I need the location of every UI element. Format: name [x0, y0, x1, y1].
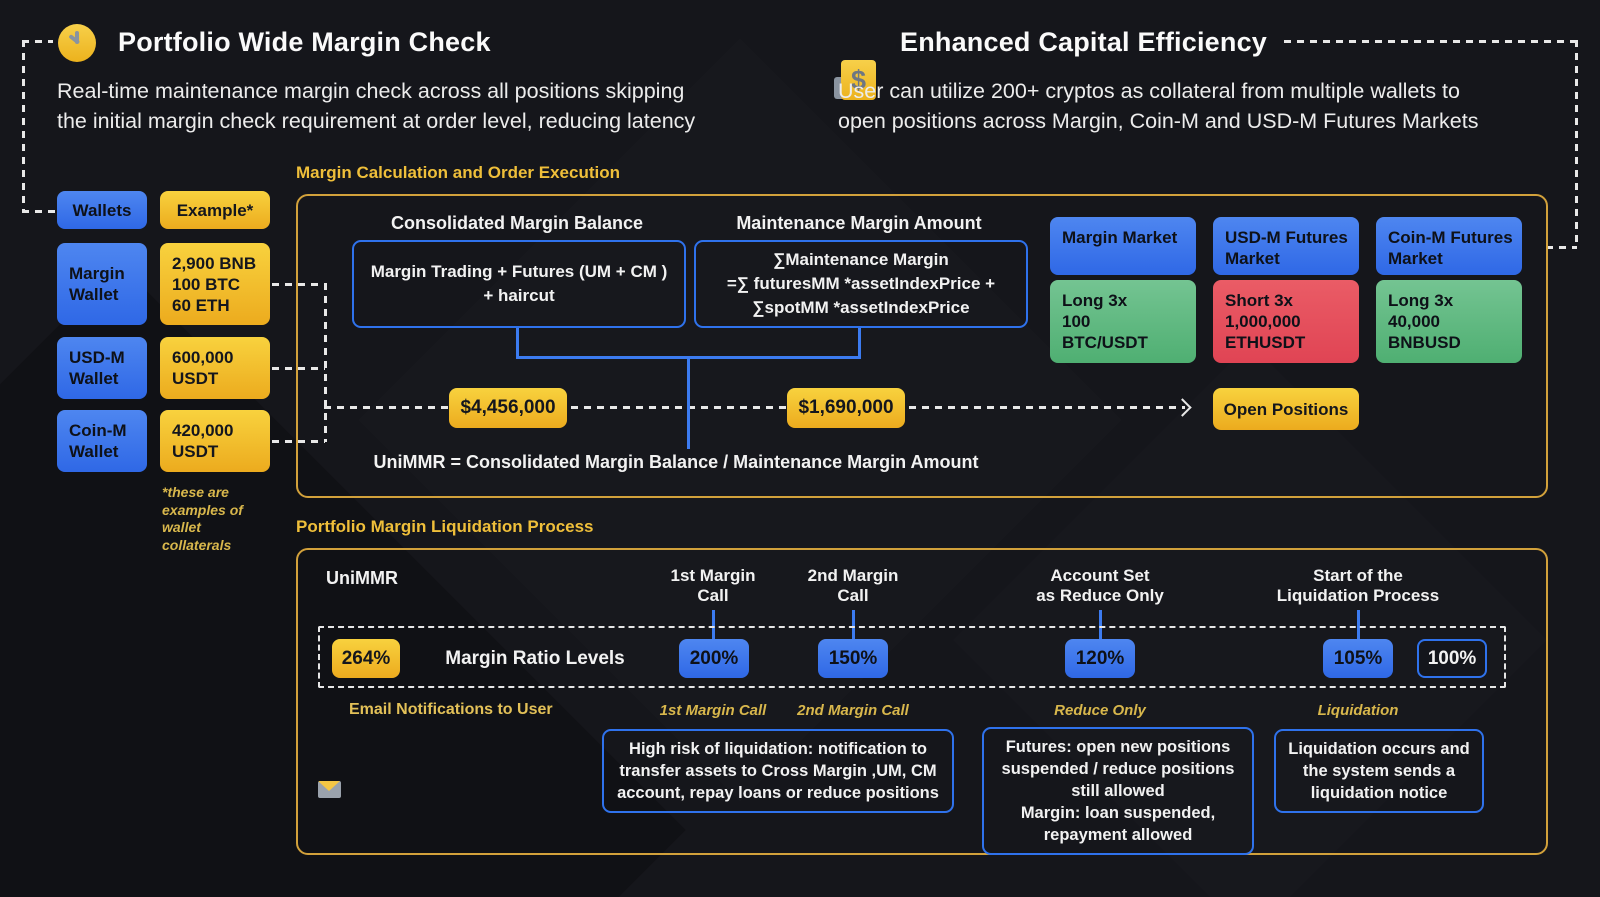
dash-topleft-stub [22, 40, 53, 43]
example-line: 100 BTC [172, 274, 241, 294]
stage-connector-4 [1357, 610, 1360, 640]
wallet-collateral-footnote: *these are examples of wallet collateral… [162, 484, 243, 553]
stage-heading-reduce-only: Account Set as Reduce Only [1036, 566, 1164, 605]
stage-connector-3 [1099, 610, 1102, 640]
description-left-line2: the initial margin check requirement at … [57, 109, 696, 133]
dash-right-vertical [1575, 40, 1578, 248]
maintenance-formula-box: ∑Maintenance Margin =∑ futuresMM *assetI… [694, 240, 1028, 328]
description-left: Real-time maintenance margin check acros… [57, 76, 695, 136]
example-line: 60 ETH [172, 295, 230, 315]
liquidation-panel [296, 548, 1548, 855]
coinm-wallet-box: Coin-M Wallet [57, 410, 147, 472]
example-line: 600,000 [172, 348, 234, 367]
ratio-box-105: 105% [1323, 639, 1393, 678]
ratio-box-120: 120% [1065, 639, 1135, 678]
usdm-wallet-box: USD-M Wallet [57, 337, 147, 399]
note-reduce-only: Futures: open new positions suspended / … [982, 727, 1254, 855]
wallets-header-box: Wallets [57, 191, 147, 229]
section-title-margin-calculation: Margin Calculation and Order Execution [296, 163, 620, 182]
stage-heading-liquidation-start: Start of the Liquidation Process [1276, 566, 1440, 605]
dash-into-wallets [22, 210, 56, 213]
consolidated-formula-box: Margin Trading + Futures (UM + CM ) + ha… [352, 240, 686, 328]
margin-wallet-box: Margin Wallet [57, 243, 147, 325]
description-right: User can utilize 200+ cryptos as collate… [838, 76, 1478, 136]
dash-wallet-collector [324, 283, 327, 442]
stage-connector-2 [852, 610, 855, 640]
stage-connector-1 [712, 610, 715, 640]
dash-main-flow [324, 406, 1185, 409]
description-right-line1: User can utilize 200+ cryptos as collate… [838, 79, 1460, 103]
clock-icon [58, 24, 96, 62]
tag-1st-margin-call: 1st Margin Call [659, 702, 767, 719]
bracket-drop [687, 356, 690, 449]
ratio-box-200: 200% [679, 639, 749, 678]
email-notifications-label: Email Notifications to User [349, 701, 553, 718]
note-margin-call: High risk of liquidation: notification t… [602, 729, 954, 813]
description-left-line1: Real-time maintenance margin check acros… [57, 79, 685, 103]
usdm-wallet-example-box: 600,000 USDT [160, 337, 270, 399]
example-line: 2,900 BNB [172, 253, 257, 273]
page-title-left: Portfolio Wide Margin Check [118, 27, 491, 57]
email-icon [318, 781, 341, 798]
example-line: USDT [172, 442, 219, 461]
margin-ratio-levels-label: Margin Ratio Levels [445, 648, 625, 669]
example-header-box: Example* [160, 191, 270, 229]
example-line: 420,000 [172, 421, 234, 440]
market-box-usdm-futures: USD-M Futures Market [1213, 217, 1359, 275]
description-right-line2: open positions across Margin, Coin-M and… [838, 109, 1479, 133]
dash-left-vertical [22, 40, 25, 213]
position-box-short-eth: Short 3x 1,000,000 ETHUSDT [1213, 280, 1359, 363]
coinm-wallet-example-box: 420,000 USDT [160, 410, 270, 472]
market-box-margin: Margin Market [1050, 217, 1196, 275]
margin-wallet-example-box: 2,900 BNB 100 BTC 60 ETH [160, 243, 270, 325]
dash-into-coinm-market [1546, 246, 1577, 249]
dash-stub-coinm-wallet [272, 440, 325, 443]
current-ratio-box: 264% [332, 639, 400, 678]
dash-topright-horizontal [1284, 40, 1577, 43]
bracket-right [858, 328, 861, 358]
unimmr-label: UniMMR [326, 568, 398, 588]
market-box-coinm-futures: Coin-M Futures Market [1376, 217, 1522, 275]
example-line: USDT [172, 369, 219, 388]
stage-heading-1st-call: 1st Margin Call [670, 566, 756, 605]
position-box-long-bnb: Long 3x 40,000 BNBUSD [1376, 280, 1522, 363]
note-liquidation: Liquidation occurs and the system sends … [1274, 729, 1484, 813]
stage-heading-2nd-call: 2nd Margin Call [807, 566, 899, 605]
tag-reduce-only: Reduce Only [1054, 702, 1146, 719]
consolidated-heading: Consolidated Margin Balance [390, 213, 644, 233]
unimmr-formula: UniMMR = Consolidated Margin Balance / M… [373, 452, 979, 472]
consolidated-amount-box: $4,456,000 [449, 388, 567, 428]
position-box-long-btc: Long 3x 100 BTC/USDT [1050, 280, 1196, 363]
tag-liquidation: Liquidation [1317, 702, 1399, 719]
dash-stub-usdm-wallet [272, 367, 325, 370]
maintenance-amount-box: $1,690,000 [787, 388, 905, 428]
tag-2nd-margin-call: 2nd Margin Call [797, 702, 909, 719]
dash-stub-margin-wallet [272, 283, 325, 286]
margin-calculation-panel [296, 194, 1548, 498]
maintenance-heading: Maintenance Margin Amount [736, 213, 982, 233]
ratio-box-100: 100% [1417, 639, 1487, 678]
money-note-icon: $ [834, 60, 878, 102]
page-title-right: Enhanced Capital Efficiency [900, 27, 1267, 57]
ratio-box-150: 150% [818, 639, 888, 678]
open-positions-box: Open Positions [1213, 388, 1359, 430]
bracket-left [516, 328, 519, 358]
section-title-liquidation: Portfolio Margin Liquidation Process [296, 517, 594, 536]
margin-ratio-track [318, 626, 1506, 688]
